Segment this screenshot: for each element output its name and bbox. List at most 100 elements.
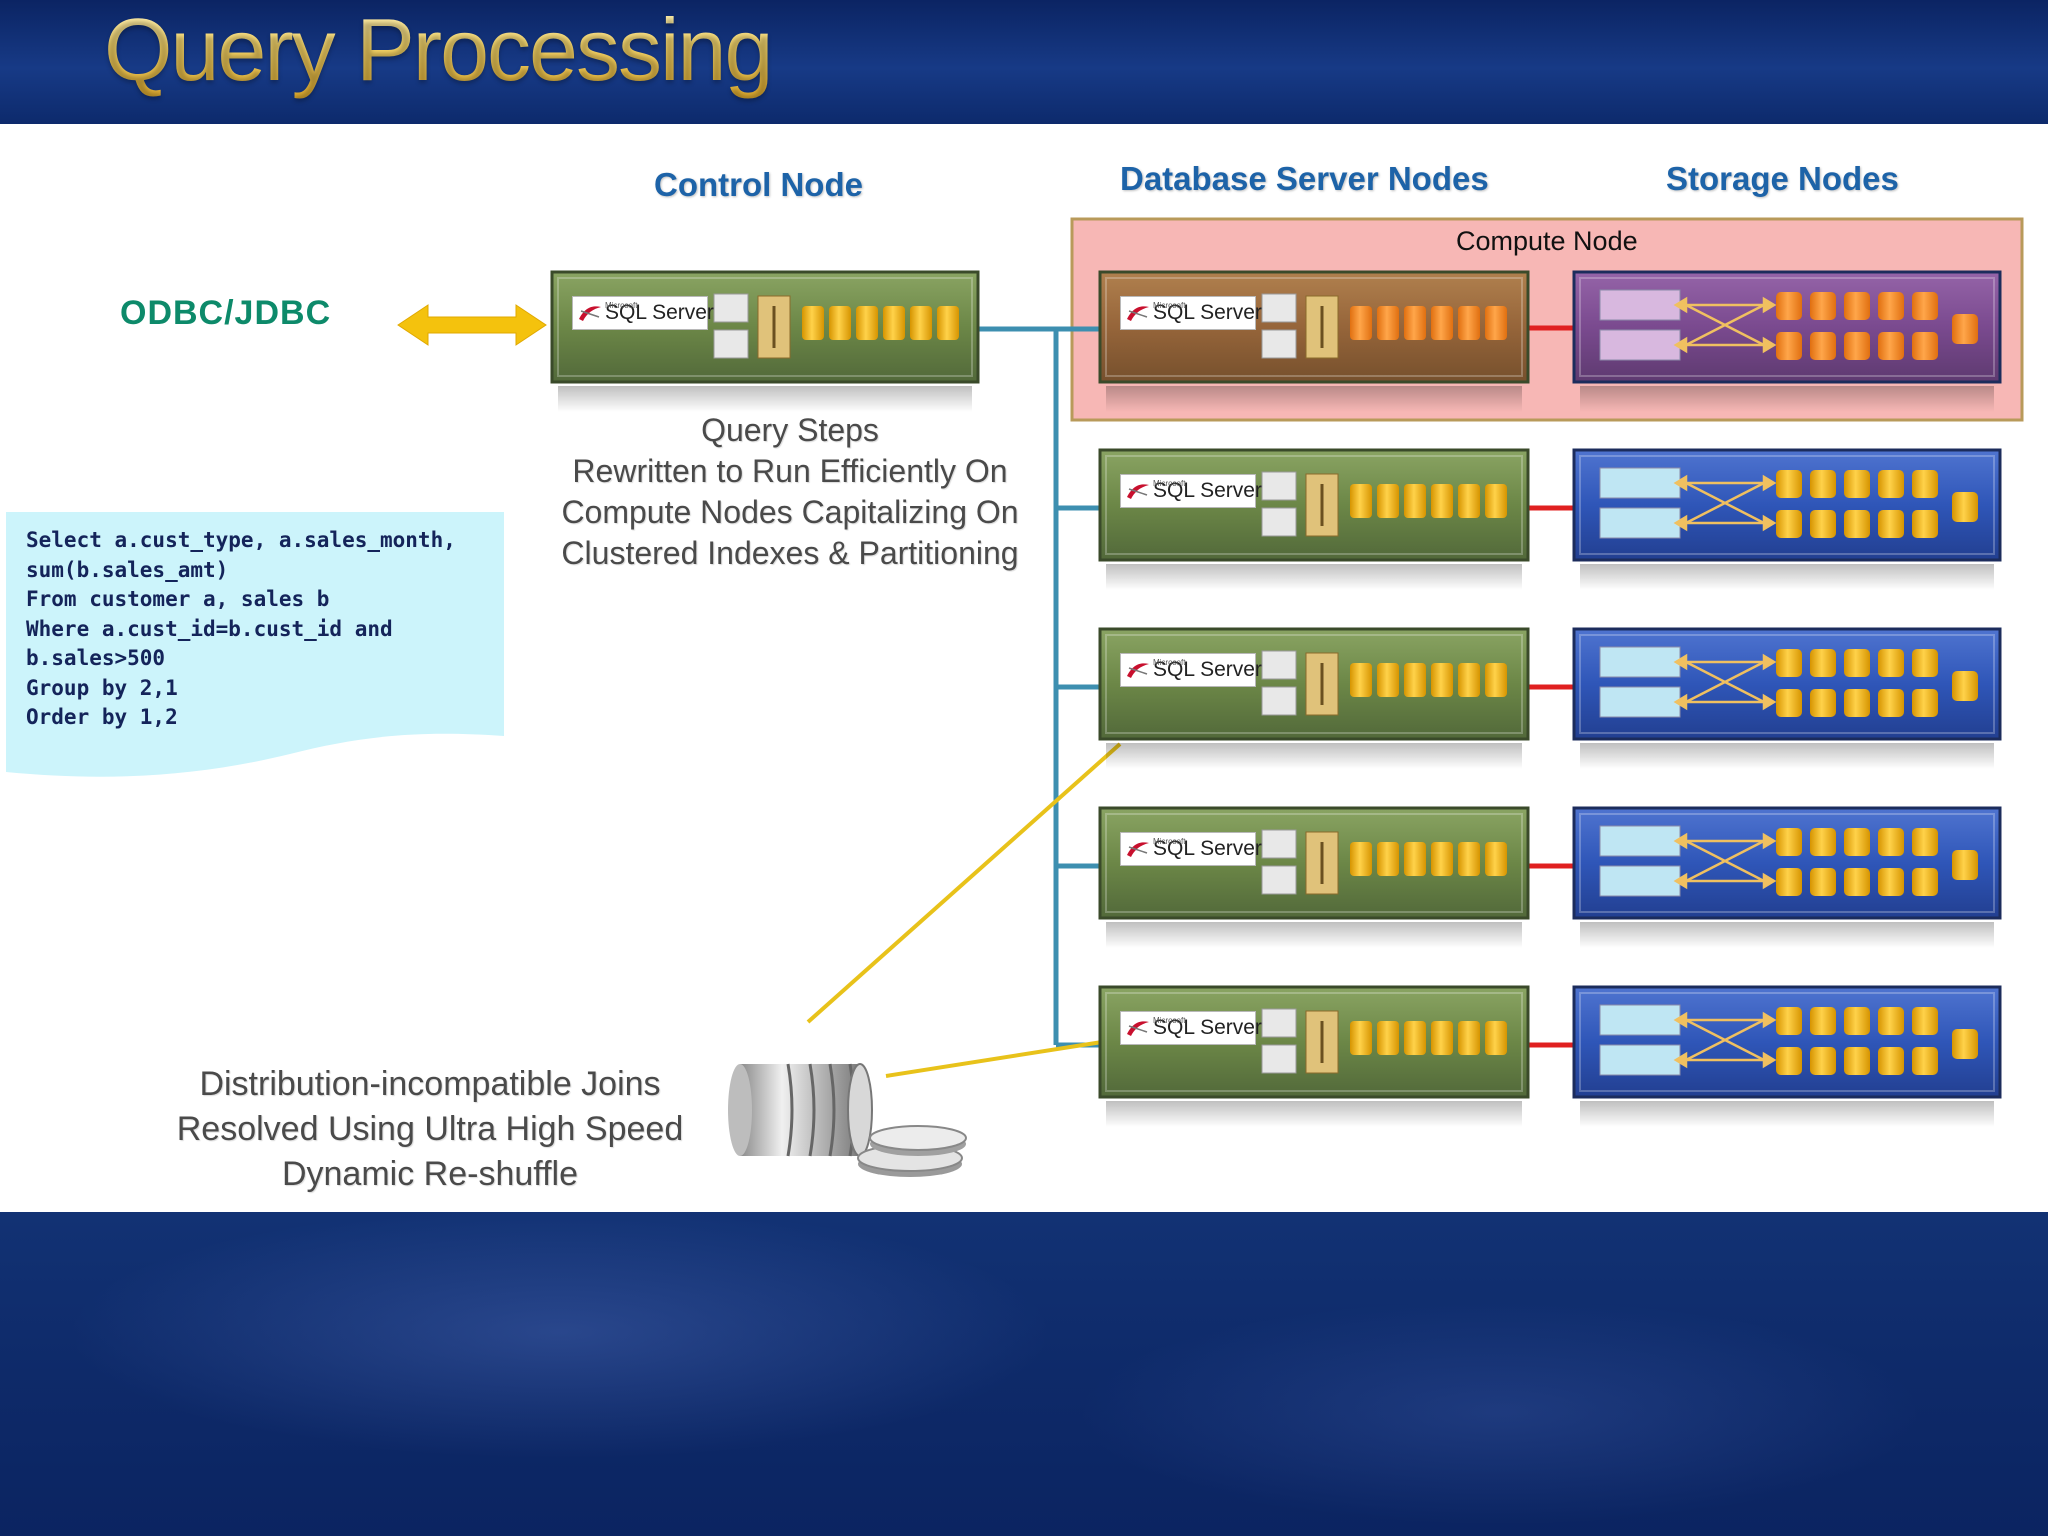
disk-icon bbox=[1350, 663, 1372, 697]
disk-icon bbox=[1776, 470, 1802, 498]
storage-controller-panel bbox=[1599, 329, 1681, 361]
disk-icon bbox=[1485, 484, 1507, 518]
sql-line: Where a.cust_id=b.cust_id and bbox=[26, 616, 393, 641]
sql-server-vendor: Microsoft bbox=[1153, 479, 1186, 488]
storage-controller-panel bbox=[1599, 1004, 1681, 1036]
query-steps-caption: Query Steps Rewritten to Run Efficiently… bbox=[530, 410, 1050, 574]
disk-icon bbox=[1810, 868, 1836, 896]
disk-icon bbox=[1377, 1021, 1399, 1055]
disk-icon bbox=[1776, 1007, 1802, 1035]
disk-icon bbox=[1431, 306, 1453, 340]
crossbar-arrows-icon bbox=[1673, 832, 1777, 890]
disk-icon bbox=[1776, 828, 1802, 856]
disk-icon bbox=[1776, 1047, 1802, 1075]
drive-bay-slot bbox=[1261, 293, 1297, 323]
drive-bay-slot bbox=[1261, 686, 1297, 716]
sql-server-logo-icon bbox=[1127, 663, 1149, 678]
disk-icon bbox=[1458, 306, 1480, 340]
disk-icon bbox=[1350, 842, 1372, 876]
disk-icon bbox=[1878, 1007, 1904, 1035]
disk-icon bbox=[1776, 868, 1802, 896]
disk-icon bbox=[1912, 828, 1938, 856]
disk-icon bbox=[1404, 306, 1426, 340]
disk-icon bbox=[1912, 470, 1938, 498]
storage-node bbox=[1572, 627, 2002, 769]
disk-icon bbox=[1844, 332, 1870, 360]
disk-icon bbox=[1776, 689, 1802, 717]
disk-icon bbox=[1350, 306, 1372, 340]
disk-icon bbox=[1776, 510, 1802, 538]
disk-icon bbox=[1878, 510, 1904, 538]
client-arrow bbox=[397, 304, 547, 346]
sql-server-product: SQL Server bbox=[1153, 837, 1262, 860]
disk-icon bbox=[1458, 842, 1480, 876]
disk-icon bbox=[1878, 828, 1904, 856]
sql-line: Order by 1,2 bbox=[26, 705, 178, 729]
reshuffle-cylinder-icon bbox=[728, 1063, 967, 1177]
sql-server-product: SQL Server bbox=[1153, 1016, 1262, 1039]
disk-icon bbox=[829, 306, 851, 340]
slide-title: Query Processing bbox=[104, 0, 773, 99]
disk-icon bbox=[1844, 1007, 1870, 1035]
disk-icon bbox=[1844, 868, 1870, 896]
sql-server-logo-icon bbox=[579, 306, 601, 321]
disk-icon bbox=[1878, 1047, 1904, 1075]
sql-server-product: SQL Server bbox=[1153, 479, 1262, 502]
sql-server-logo-icon bbox=[1127, 306, 1149, 321]
disk-icon bbox=[1810, 1047, 1836, 1075]
disk-icon bbox=[1810, 332, 1836, 360]
storage-controller-panel bbox=[1599, 825, 1681, 857]
disk-icon bbox=[1844, 510, 1870, 538]
caption-line: Rewritten to Run Efficiently On bbox=[572, 453, 1008, 489]
sql-server-vendor: Microsoft bbox=[1153, 301, 1186, 310]
disk-icon bbox=[1776, 332, 1802, 360]
disk-icon bbox=[1912, 1047, 1938, 1075]
sql-server-product: SQL Server bbox=[1153, 658, 1262, 681]
disk-icon bbox=[1776, 292, 1802, 320]
disk-icon bbox=[1878, 689, 1904, 717]
sql-server-vendor: Microsoft bbox=[1153, 837, 1186, 846]
disk-icon bbox=[1810, 828, 1836, 856]
sql-line: Group by 2,1 bbox=[26, 675, 178, 700]
drive-bay-slot bbox=[1261, 1044, 1297, 1074]
compute-node-label: Compute Node bbox=[1456, 226, 1638, 256]
database-server-node bbox=[1098, 627, 1530, 769]
storage-controller-panel bbox=[1599, 646, 1681, 678]
disk-icon bbox=[1404, 842, 1426, 876]
caption-line: Resolved Using Ultra High Speed bbox=[176, 1110, 684, 1148]
disk-icon bbox=[1844, 828, 1870, 856]
disk-icon bbox=[1404, 484, 1426, 518]
disk-icon bbox=[1431, 1021, 1453, 1055]
storage-controller-panel bbox=[1599, 686, 1681, 718]
caption-line: Distribution-incompatible Joins bbox=[199, 1065, 661, 1103]
disk-icon bbox=[937, 306, 959, 340]
disk-icon bbox=[1776, 649, 1802, 677]
reshuffle-lines bbox=[806, 742, 1122, 1078]
drive-bay-slot bbox=[1261, 829, 1297, 859]
footer-background bbox=[0, 1212, 2048, 1536]
crossbar-arrows-icon bbox=[1673, 1011, 1777, 1069]
disk-icon bbox=[1810, 1007, 1836, 1035]
disk-icon bbox=[1952, 1029, 1978, 1059]
diagram-panel: Control Node Database Server Nodes Stora… bbox=[0, 124, 2048, 1212]
disk-icon bbox=[1485, 1021, 1507, 1055]
sql-server-logo-icon bbox=[1127, 842, 1149, 857]
title-bar-background bbox=[0, 0, 2048, 124]
disk-icon bbox=[1952, 314, 1978, 344]
drive-bay-slot bbox=[713, 329, 749, 359]
drive-bay-slot bbox=[1261, 471, 1297, 501]
database-server-nodes-header: Database Server Nodes bbox=[1120, 160, 1489, 197]
drive-bay-slot bbox=[1261, 507, 1297, 537]
odbc-jdbc-label: ODBC/JDBC bbox=[120, 294, 332, 332]
sql-line: From customer a, sales b bbox=[26, 587, 330, 611]
sql-server-product: SQL Server bbox=[605, 301, 714, 324]
disk-icon bbox=[1878, 332, 1904, 360]
network-bus bbox=[978, 326, 1100, 1048]
crossbar-arrows-icon bbox=[1673, 296, 1777, 354]
disk-icon bbox=[1952, 492, 1978, 522]
disk-icon bbox=[1878, 868, 1904, 896]
caption-line: Compute Nodes Capitalizing On bbox=[561, 494, 1019, 530]
disk-icon bbox=[1810, 510, 1836, 538]
disk-icon bbox=[910, 306, 932, 340]
